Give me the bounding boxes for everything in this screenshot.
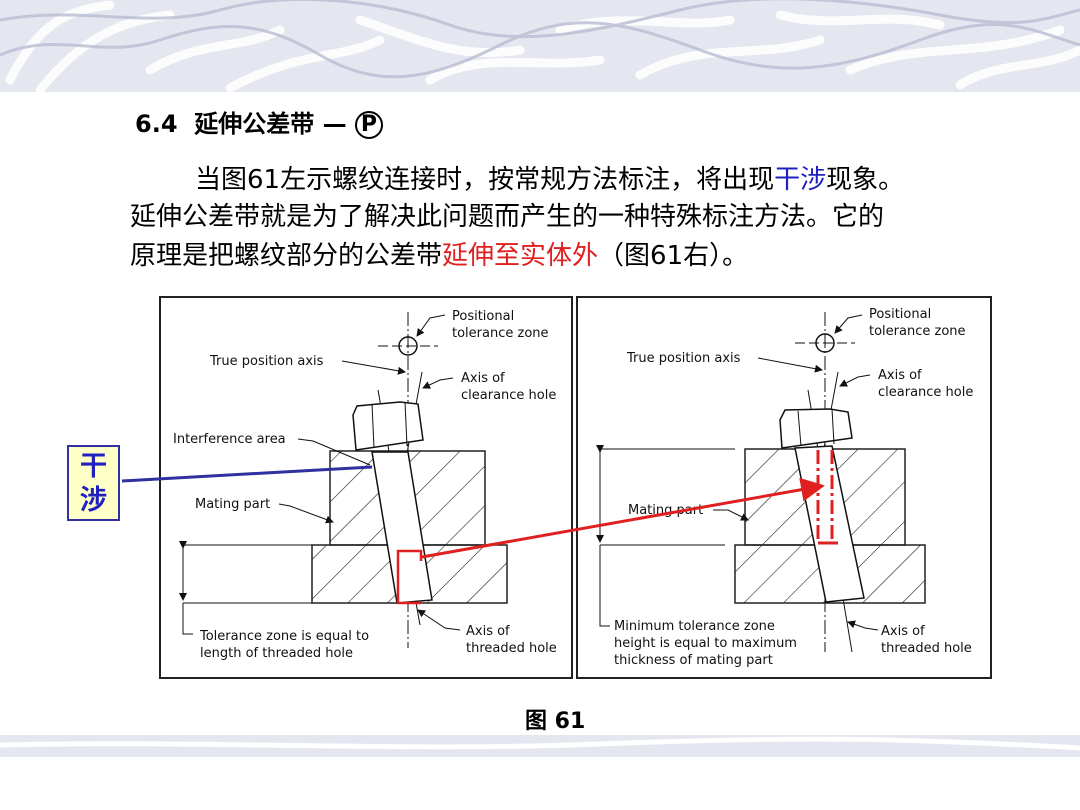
label-threaded-axis: Axis of	[466, 624, 510, 639]
label-tolerance-zone: Tolerance zone is equal to	[199, 629, 369, 644]
label-clearance-axis: Axis of	[461, 371, 505, 386]
label-true-position-axis: True position axis	[209, 354, 324, 369]
label-clearance-axis: clearance hole	[878, 385, 973, 400]
label-clearance-axis: clearance hole	[461, 388, 556, 403]
label-threaded-axis: threaded hole	[466, 641, 557, 656]
label-threaded-axis: Axis of	[881, 624, 925, 639]
extension-pointer-arrow	[421, 477, 825, 559]
highlight-interference: 干涉	[774, 165, 827, 195]
paragraph-line-2: 延伸公差带就是为了解决此问题而产生的一种特殊标注方法。它的	[130, 198, 884, 236]
section-heading: 6.4 延伸公差带 — P	[135, 104, 383, 139]
label-mating-part: Mating part	[628, 503, 703, 518]
label-true-position-axis: True position axis	[626, 351, 741, 366]
text: 原理是把螺纹部分的公差带	[130, 241, 443, 271]
callout-text: 干	[80, 451, 107, 482]
label-threaded-axis: threaded hole	[881, 641, 972, 656]
position-symbol-icon	[398, 336, 418, 356]
text: 当图61左示螺纹连接时，按常规方法标注，将出现	[195, 165, 775, 195]
interference-callout-box: 干 涉	[67, 445, 120, 521]
label-positional: tolerance zone	[869, 324, 966, 339]
label-clearance-axis: Axis of	[878, 368, 922, 383]
text: 现象。	[826, 165, 905, 195]
label-tolerance-zone: length of threaded hole	[200, 646, 353, 661]
callout-text: 涉	[80, 485, 107, 516]
label-minimum-zone: height is equal to maximum	[614, 636, 797, 651]
position-symbol-icon	[815, 333, 835, 353]
section-number: 6.4	[135, 110, 178, 138]
label-mating-part: Mating part	[195, 497, 270, 512]
label-positional: Positional	[869, 307, 931, 322]
left-diagram: Positional tolerance zone True position …	[159, 296, 573, 679]
label-minimum-zone: Minimum tolerance zone	[614, 619, 775, 634]
figure-caption: 图 61	[525, 709, 586, 734]
text: （图61右）。	[598, 241, 749, 271]
threaded-tolerance-zone-box	[396, 549, 423, 603]
interference-pointer-line	[121, 465, 373, 483]
label-interference-area: Interference area	[173, 432, 286, 447]
section-title: 延伸公差带 —	[194, 110, 347, 138]
label-positional: Positional	[452, 309, 514, 324]
paragraph-line-3: 原理是把螺纹部分的公差带延伸至实体外（图61右）。	[130, 237, 748, 275]
paragraph-line-1: 当图61左示螺纹连接时，按常规方法标注，将出现干涉现象。	[195, 161, 904, 199]
right-diagram: Positional tolerance zone True position …	[576, 296, 992, 679]
highlight-extend: 延伸至实体外	[442, 241, 599, 271]
label-minimum-zone: thickness of mating part	[614, 653, 773, 668]
projected-tolerance-symbol: P	[354, 111, 383, 139]
text: 延伸公差带就是为了解决此问题而产生的一种特殊标注方法。它的	[130, 202, 885, 232]
label-positional: tolerance zone	[452, 326, 549, 341]
